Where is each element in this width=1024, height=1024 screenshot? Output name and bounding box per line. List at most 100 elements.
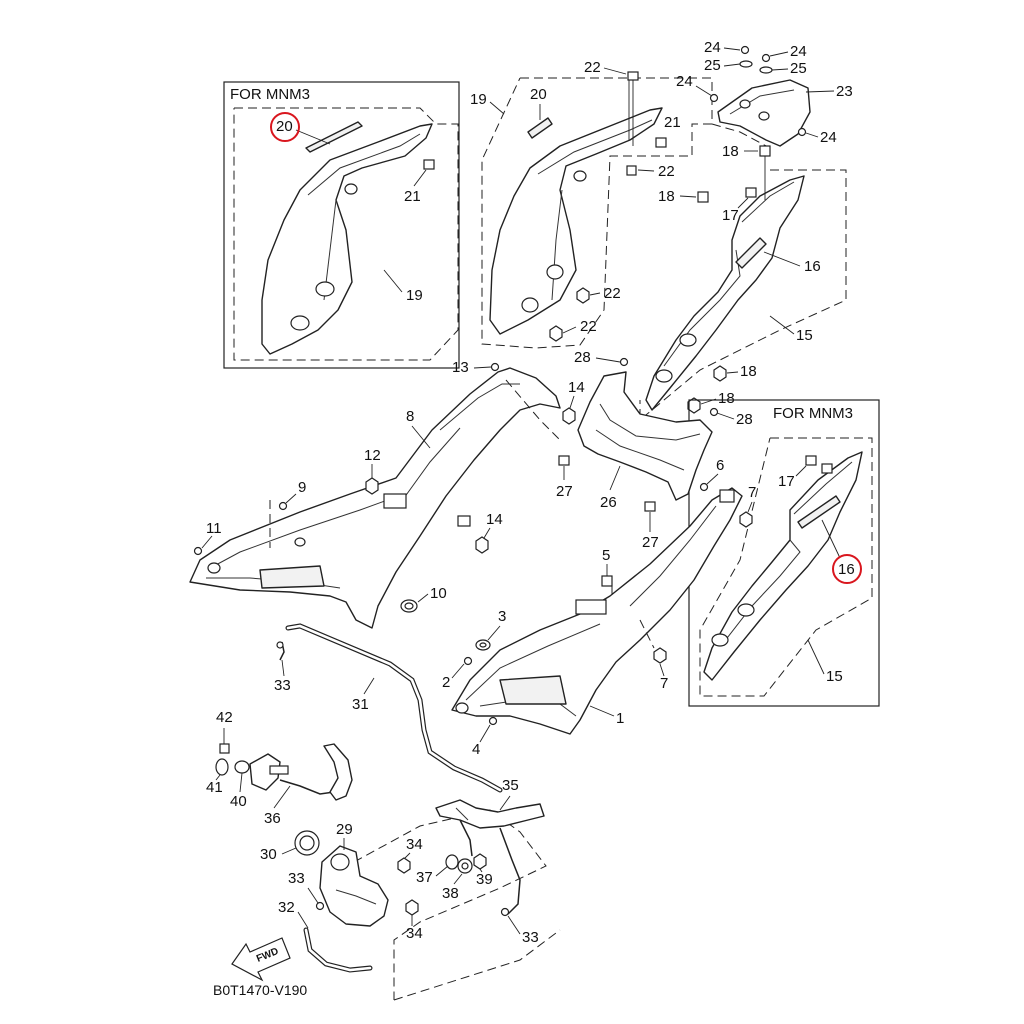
lock-body-part-29 — [319, 845, 389, 927]
label-24-b: 24 — [790, 43, 807, 60]
washer-part-25-b — [759, 66, 773, 74]
nut-part-34-a — [397, 857, 411, 874]
label-6: 6 — [716, 457, 724, 474]
label-32: 32 — [278, 899, 295, 916]
inset-box-right: FOR MNM3 17 16 15 — [688, 399, 880, 707]
screw-part-18-top — [759, 145, 771, 200]
side-cover-group-8: 8 9 10 11 12 13 14 14 — [189, 359, 585, 629]
label-3: 3 — [498, 608, 506, 625]
nut-part-7-bottom — [653, 647, 667, 664]
screw-part-4 — [488, 716, 498, 726]
diagram-code: B0T1470-V190 — [213, 982, 307, 998]
label-21: 21 — [664, 114, 681, 131]
label-25-a: 25 — [704, 57, 721, 74]
screw-part-18-mid — [697, 191, 709, 203]
clip-part-33-left — [315, 901, 325, 911]
label-24-c: 24 — [676, 73, 693, 90]
label-5: 5 — [602, 547, 610, 564]
label-16: 16 — [804, 258, 821, 275]
screw-part-5 — [601, 575, 613, 587]
label-17-alt: 17 — [778, 473, 795, 490]
collar-part-37 — [445, 854, 459, 870]
label-19: 19 — [470, 91, 487, 108]
label-18-b: 18 — [718, 390, 735, 407]
seat-lock-group: 30 29 32 33 34 34 35 37 38 39 — [260, 777, 561, 1001]
label-14-a: 14 — [568, 379, 585, 396]
clip-part-27-a — [558, 455, 570, 466]
label-36: 36 — [264, 810, 281, 827]
cable-part-32 — [303, 927, 373, 973]
screw-part-6 — [699, 482, 709, 492]
label-1: 1 — [616, 710, 624, 727]
inset-left-title: FOR MNM3 — [230, 86, 310, 103]
label-27-b: 27 — [642, 534, 659, 551]
side-cover-group-1: 1 2 3 4 5 6 7 7 — [442, 457, 756, 758]
tail-cover-group-23: 23 24 25 24 25 24 24 — [676, 39, 853, 149]
side-panel-part-15 — [645, 175, 805, 411]
callout-circle-20 — [270, 112, 300, 142]
label-33-left: 33 — [288, 870, 305, 887]
screw-part-24-b — [761, 53, 771, 63]
bracket-part-35 — [435, 799, 545, 829]
label-35: 35 — [502, 777, 519, 794]
label-21-alt: 21 — [404, 188, 421, 205]
label-24-d: 24 — [820, 129, 837, 146]
label-14-b: 14 — [486, 511, 503, 528]
clip-part-27-b — [644, 501, 656, 512]
clip-part-33-top — [276, 641, 284, 649]
nut-part-22-b — [549, 325, 563, 342]
clip-part-21-alt — [423, 159, 435, 170]
label-28-top: 28 — [574, 349, 591, 366]
label-16-alt: 16 — [838, 561, 855, 578]
clip-part-17-alt-b — [821, 463, 833, 474]
emblem-part-16-alt — [797, 495, 841, 529]
cover-group-26: 26 28 27 27 — [556, 349, 713, 551]
side-cover-group-19: 20 19 22 21 22 22 22 — [470, 59, 713, 349]
forward-arrow-icon: FWD — [231, 937, 291, 982]
label-33-bottom: 33 — [522, 929, 539, 946]
side-cover-part-19-alt — [261, 123, 433, 355]
label-2: 2 — [442, 674, 450, 691]
label-15: 15 — [796, 327, 813, 344]
label-18-mid: 18 — [658, 188, 675, 205]
label-28-right: 28 — [736, 411, 753, 428]
inset-right-title: FOR MNM3 — [773, 405, 853, 422]
label-30: 30 — [260, 846, 277, 863]
label-22-a: 22 — [604, 285, 621, 302]
label-4: 4 — [472, 741, 480, 758]
emblem-part-20 — [527, 117, 553, 139]
lock-bracket-part-36 — [249, 753, 281, 791]
grab-bar-group-31: 31 33 — [274, 623, 503, 793]
inset-box-left: FOR MNM3 21 19 20 — [223, 81, 460, 369]
bolt-part-22-mid — [626, 165, 637, 176]
label-34-a: 34 — [406, 836, 423, 853]
nut-part-12 — [365, 477, 379, 495]
washer-part-25-a — [739, 60, 753, 68]
washer-part-41 — [215, 758, 229, 776]
screw-part-11 — [193, 546, 203, 556]
label-34-b: 34 — [406, 925, 423, 942]
label-33-top: 33 — [274, 677, 291, 694]
clip-part-17 — [745, 187, 757, 198]
screw-part-28-right — [709, 407, 719, 417]
label-13: 13 — [452, 359, 469, 376]
emblem-part-20-alt — [305, 121, 363, 153]
nut-part-14-a — [562, 407, 576, 425]
collar-part-40 — [234, 760, 250, 774]
nut-part-39 — [473, 853, 487, 870]
label-25-b: 25 — [790, 60, 807, 77]
label-23: 23 — [836, 83, 853, 100]
label-37: 37 — [416, 869, 433, 886]
nut-part-22-a — [576, 287, 590, 304]
clip-part-33-bottom — [500, 907, 510, 917]
label-15-alt: 15 — [826, 668, 843, 685]
nut-part-34-b — [405, 899, 419, 916]
label-42: 42 — [216, 709, 233, 726]
emblem-part-16 — [735, 237, 767, 269]
label-40: 40 — [230, 793, 247, 810]
label-20: 20 — [530, 86, 547, 103]
side-cover-part-8 — [189, 367, 561, 629]
screw-part-28-top — [619, 357, 629, 367]
label-27-a: 27 — [556, 483, 573, 500]
clip-part-21 — [655, 137, 667, 148]
